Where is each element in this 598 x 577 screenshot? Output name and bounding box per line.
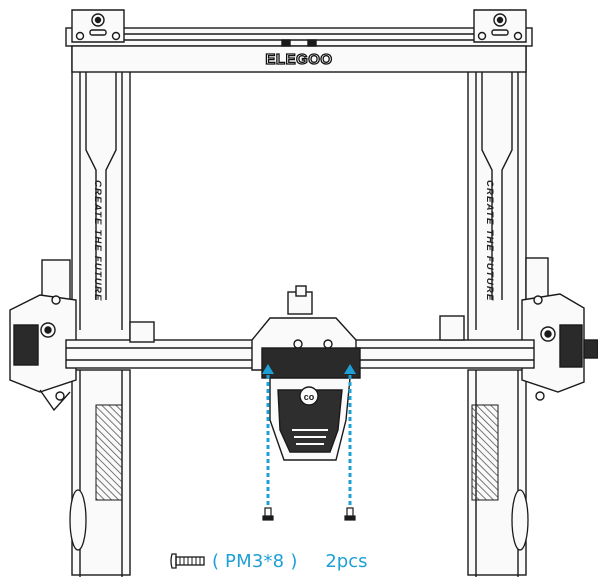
top-right-bracket [473,9,527,43]
lower-frame-details [69,489,529,551]
left-upright-text: CREATE THE FUTURE [92,180,103,302]
left-upright-hatched-sticker [95,404,123,501]
toolhead-logo: co [304,392,315,402]
caption-close-paren: ) [290,550,298,572]
brand-logo: ELEGOO [265,51,332,68]
left-z-carriage [9,259,77,412]
toolhead: co [251,285,361,461]
top-gantry-beam [65,27,533,73]
caption-open-paren: ( [212,550,220,572]
beam-wheels [129,315,465,343]
screw-quantity: 2pcs [325,550,368,572]
right-z-carriage [521,257,598,401]
right-upright-hatched-sticker [471,404,499,501]
top-left-bracket [71,9,125,43]
screw-spec: PM3*8 [225,550,285,572]
assembly-screws [262,507,356,521]
right-upright-text: CREATE THE FUTURE [484,180,495,302]
screw-icon [170,553,205,569]
screw-caption: ( PM3*8 ) 2pcs [170,548,368,574]
dotted-arrow-icon [262,364,356,505]
